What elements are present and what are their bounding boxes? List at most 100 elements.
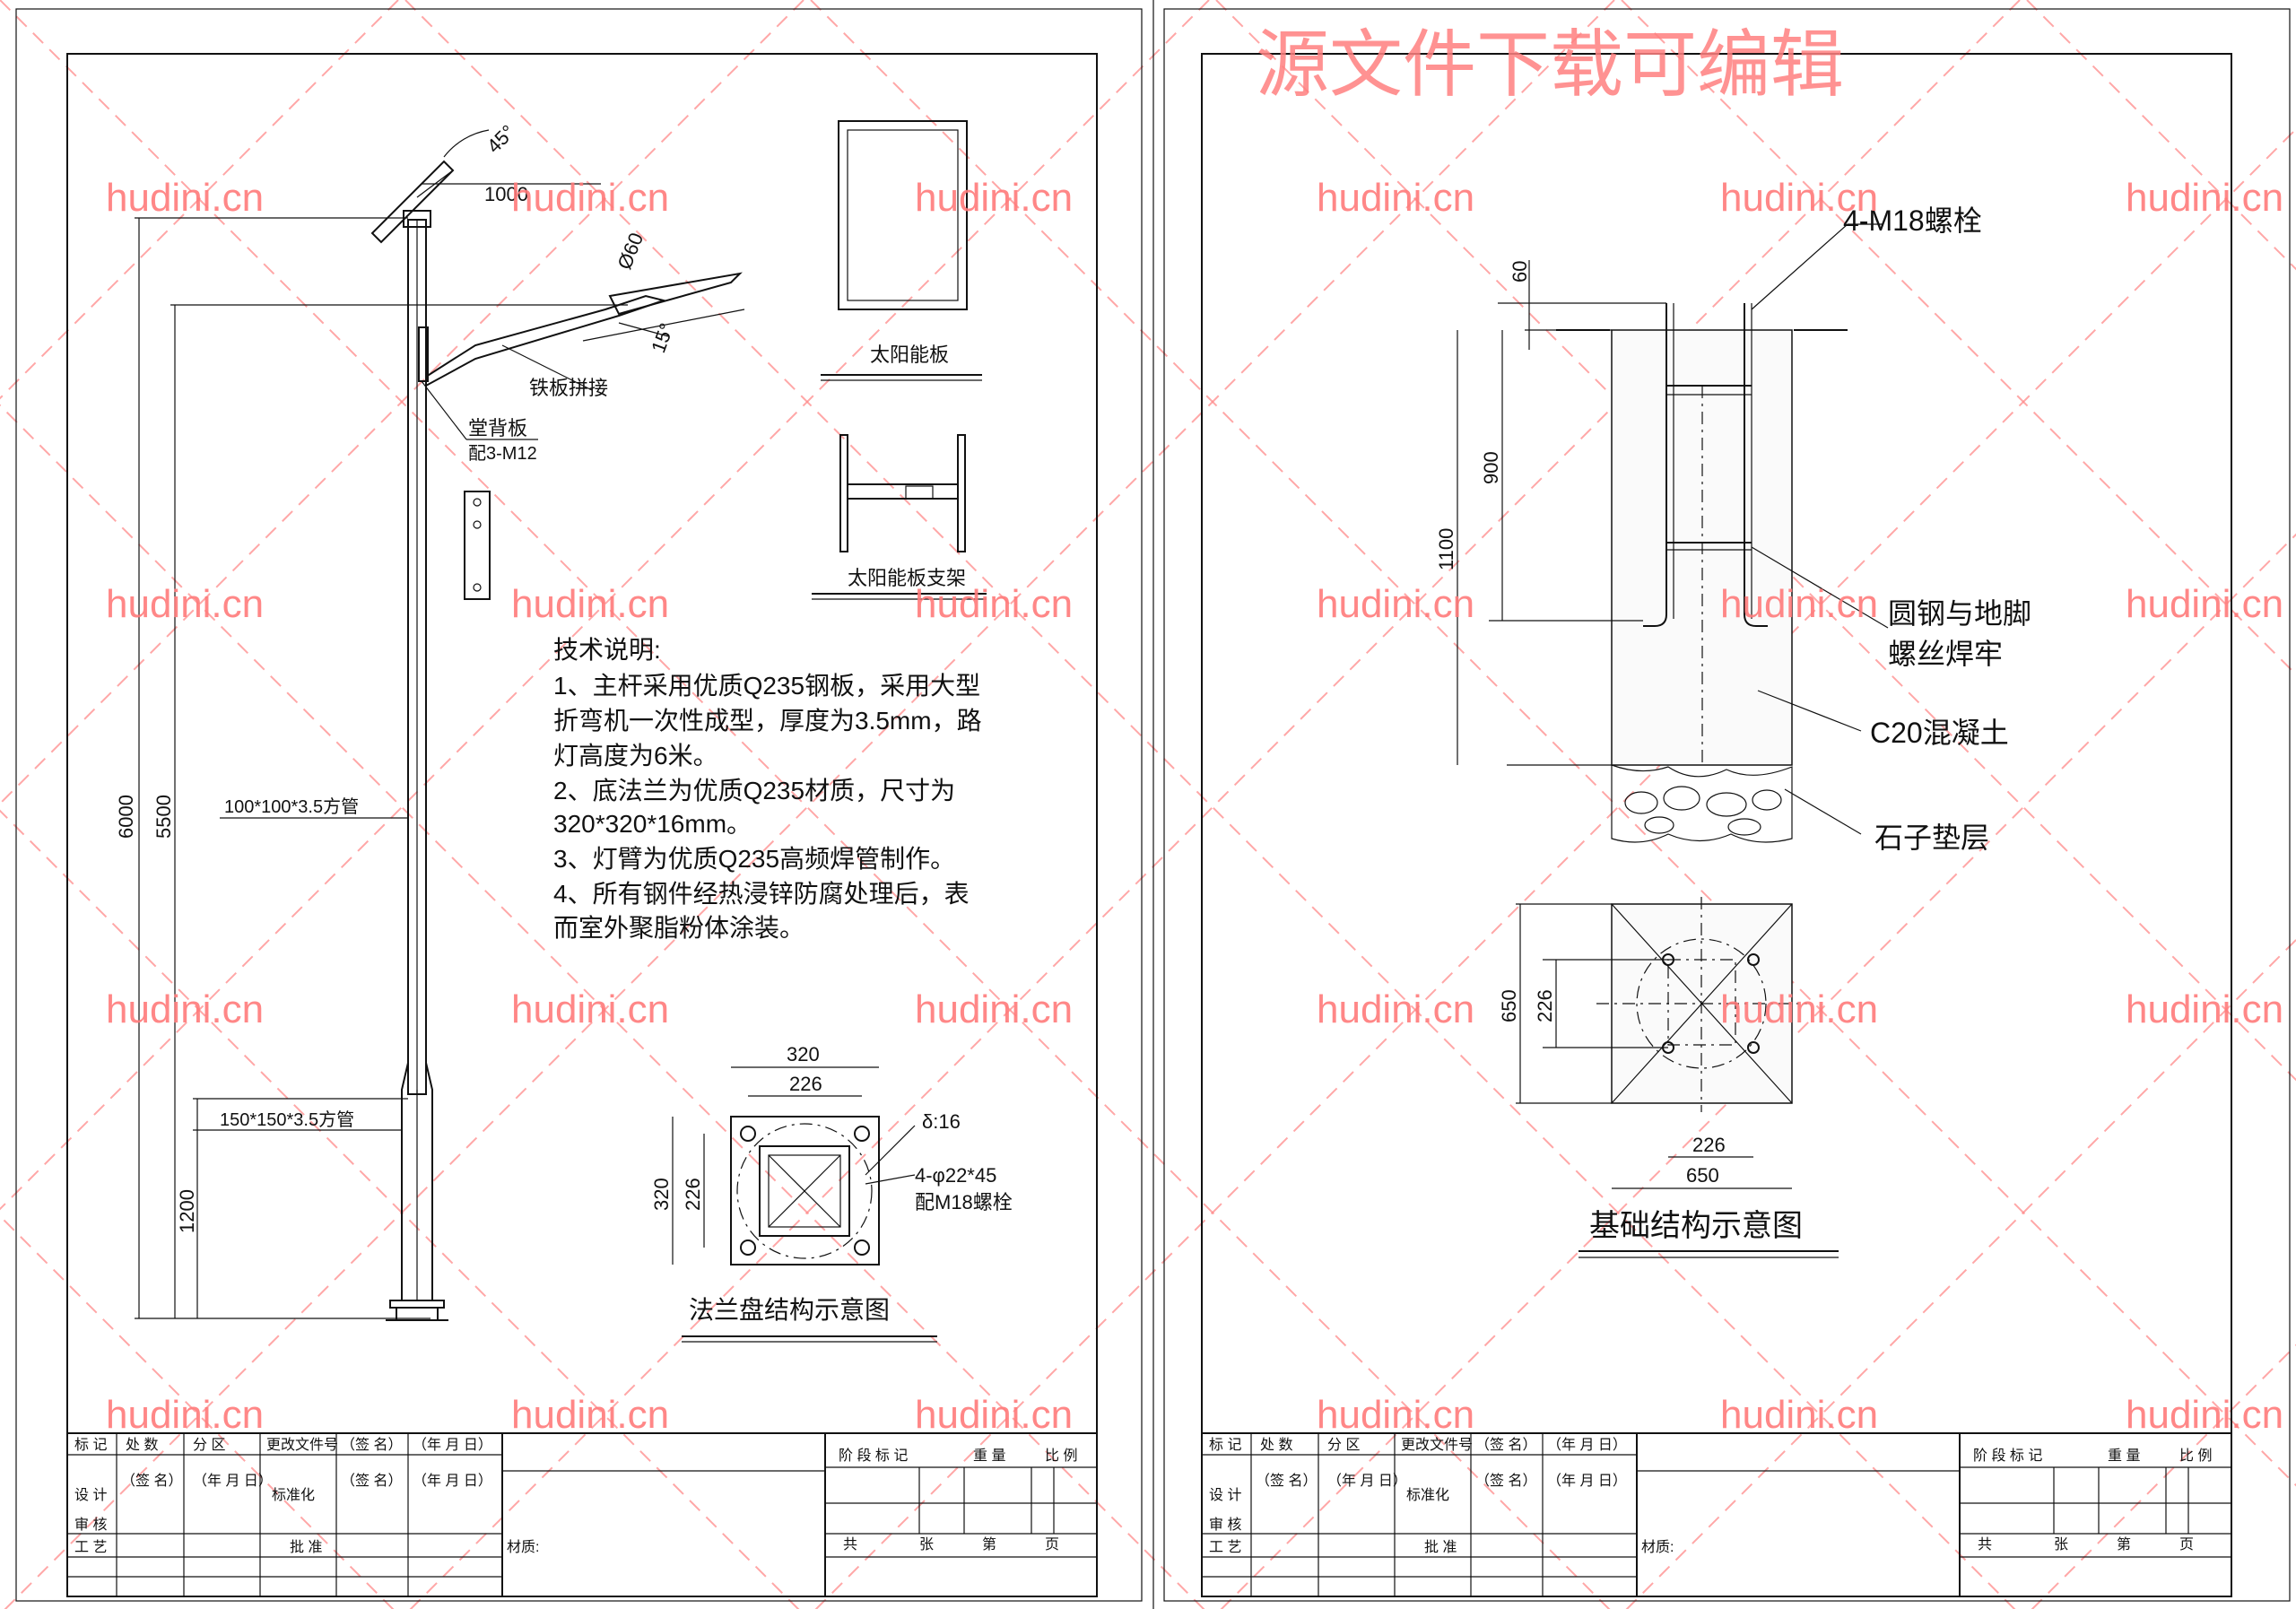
flange-dim-320-top: 320 (787, 1043, 820, 1065)
solar-panel-title: 太阳能板 (870, 344, 949, 366)
solar-bracket-detail: 太阳能板支架 (812, 434, 987, 600)
title-block-cell: 页 (1045, 1537, 1059, 1552)
watermark-text: hudini.cn (1720, 582, 1878, 626)
street-pole-elevation (135, 129, 745, 1321)
title-block-cell: （年 月 日） (413, 1473, 492, 1489)
dim-6000: 6000 (115, 795, 137, 839)
foundation-section: 4-M18螺栓 60 900 1100 圆钢与地脚 螺丝焊牢 C20混凝土 石子… (1435, 204, 2031, 854)
title-block-cell: 设 计 (1209, 1487, 1241, 1503)
flange-bolts: 配M18螺栓 (915, 1191, 1013, 1213)
concrete-label: C20混凝土 (1870, 717, 2009, 749)
tech-note-line: 1、主杆采用优质Q235钢板，采用大型 (553, 672, 980, 700)
label-tube-100: 100*100*3.5方管 (224, 796, 359, 817)
flange-plate-detail: 320 226 320 226 δ:16 4-φ22*45 配M18螺栓 法兰盘… (650, 1043, 1013, 1343)
title-block-cell: （签 名） (341, 1437, 402, 1453)
title-block-frame (1201, 1432, 2232, 1597)
dim-5500: 5500 (152, 795, 175, 839)
title-block-cell: 标 记 (74, 1437, 107, 1453)
title-block-cell: （年 月 日） (1547, 1473, 1627, 1489)
title-block-cell: 材质: (507, 1539, 539, 1555)
technical-notes: 技术说明: 1、主杆采用优质Q235钢板，采用大型 折弯机一次性成型，厚度为3.… (553, 636, 982, 942)
dim-45: 45° (483, 120, 519, 157)
tech-note-line: 2、底法兰为优质Q235材质，尺寸为 (553, 777, 955, 804)
solar-panel-detail: 太阳能板 (821, 120, 982, 381)
title-block-left: 标 记处 数分 区更改文件号（签 名）（年 月 日）设 计（签 名）（年 月 日… (66, 1432, 1098, 1597)
bolts-label: 4-M18螺栓 (1843, 204, 1982, 237)
label-tube-150: 150*150*3.5方管 (220, 1109, 354, 1130)
title-block-cell: （年 月 日） (413, 1437, 492, 1453)
watermark-text: hudini.cn (106, 582, 264, 626)
watermark-text: hudini.cn (1720, 176, 1878, 220)
watermark-line (2031, 1344, 2296, 1609)
label-iron-plate: 铁板拼接 (529, 377, 608, 399)
flange-dim-226-top: 226 (789, 1073, 822, 1095)
title-block-cell: 更改文件号 (1401, 1437, 1473, 1453)
watermark-line (814, 127, 2296, 1609)
watermark-line (1215, 0, 2296, 1082)
flange-holes: 4-φ22*45 (915, 1164, 996, 1187)
foundation-plan: 650 226 226 650 基础结构示意图 (1498, 897, 1839, 1258)
label-backplate-bolts: 配3-M12 (468, 444, 537, 464)
title-block-cell: 处 数 (126, 1437, 158, 1453)
title-block-cell: 设 计 (74, 1487, 107, 1503)
dim-1100: 1100 (1435, 528, 1457, 570)
title-block-cell: 批 准 (1424, 1539, 1457, 1555)
dim-900: 900 (1480, 451, 1502, 484)
watermark-text: hudini.cn (915, 1393, 1073, 1437)
watermark-line (1220, 533, 2296, 1609)
title-block-cell: 张 (919, 1536, 934, 1552)
title-block-cell: （签 名） (1475, 1437, 1536, 1453)
title-block-cell: 审 核 (74, 1517, 107, 1533)
watermark-line (0, 1214, 395, 1609)
dim-15: 15° (647, 320, 678, 356)
title-block-frame (66, 1432, 1098, 1597)
watermark-line (2026, 0, 2296, 271)
title-block-cell: 重 量 (973, 1448, 1005, 1464)
title-block-cell: 共 (1978, 1536, 1992, 1552)
title-block-cell: 处 数 (1260, 1437, 1292, 1453)
watermark-text: hudini.cn (915, 176, 1073, 220)
solar-bracket-title: 太阳能板支架 (848, 567, 966, 589)
tech-note-line: 3、灯臂为优质Q235高频焊管制作。 (553, 845, 955, 873)
watermark-text: hudini.cn (1317, 1393, 1474, 1437)
title-block-cell: 分 区 (193, 1437, 225, 1453)
flange-dim-226-side: 226 (682, 1178, 704, 1211)
watermark-text: hudini.cn (2126, 1393, 2283, 1437)
watermark-line (0, 0, 1611, 1609)
watermark-text: hudini.cn (1317, 176, 1474, 220)
tech-note-line: 而室外聚脂粉体涂装。 (553, 914, 804, 942)
watermark-text: hudini.cn (511, 582, 669, 626)
title-block-cell: （年 月 日） (193, 1473, 273, 1489)
watermark-text: hudini.cn (1317, 582, 1474, 626)
title-block-cell: （年 月 日） (1327, 1473, 1407, 1489)
tech-note-line: 4、所有钢件经热浸锌防腐处理后，表 (553, 880, 970, 908)
title-block-cell: 材质: (1641, 1539, 1674, 1555)
watermark-text: hudini.cn (1720, 987, 1878, 1031)
watermark-line (0, 0, 1210, 1211)
title-block-cell: （年 月 日） (1547, 1437, 1627, 1453)
dim-60: 60 (1509, 261, 1531, 283)
weld-label-2: 螺丝焊牢 (1888, 638, 2003, 670)
watermark-line (0, 809, 800, 1609)
watermark-text: hudini.cn (106, 176, 264, 220)
watermark-text: hudini.cn (511, 176, 669, 220)
watermark-text: hudini.cn (2126, 582, 2283, 626)
dim-1000: 1000 (484, 183, 528, 205)
title-block-cell: 页 (2179, 1537, 2194, 1552)
title-block-cell: 标准化 (1406, 1487, 1449, 1503)
watermark-line (4, 0, 1615, 1609)
watermark-text: hudini.cn (1720, 1393, 1878, 1437)
flange-thickness: δ:16 (922, 1110, 961, 1133)
watermark-line (0, 0, 399, 400)
plan-dim-226-bottom: 226 (1692, 1134, 1726, 1156)
label-backplate: 堂背板 (468, 417, 527, 439)
title-block-cell: 阶 段 标 记 (1973, 1448, 2042, 1464)
plan-dim-226-side: 226 (1534, 989, 1556, 1022)
watermark-line (0, 0, 804, 805)
title-block-cell: 工 艺 (1209, 1539, 1241, 1555)
dim-1200: 1200 (176, 1189, 198, 1233)
dim-phi60: Ø60 (613, 230, 648, 273)
flange-title: 法兰盘结构示意图 (689, 1296, 890, 1324)
watermark-texts: hudini.cn hudini.cn hudini.cn hudini.cn hudi… (106, 176, 2283, 1437)
watermark-text: hudini.cn (915, 987, 1073, 1031)
